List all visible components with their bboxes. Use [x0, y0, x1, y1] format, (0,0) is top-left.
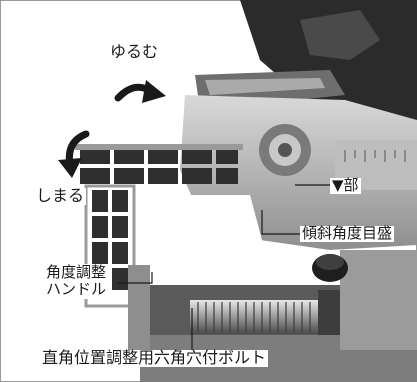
label-index-mark: ▼部: [330, 176, 361, 194]
label-angle-handle: 角度調整 ハンドル: [44, 263, 109, 299]
label-tighten: しまる: [34, 186, 87, 205]
label-loosen: ゆるむ: [108, 42, 161, 61]
label-tilt-scale: 傾斜角度目盛: [300, 224, 395, 242]
cover-plate: [140, 195, 262, 300]
label-angle-handle-line1: 角度調整: [46, 263, 107, 281]
label-right-angle-bolt: 直角位置調整用六角穴付ボルト: [40, 348, 269, 367]
curved-arrow-down-icon: [58, 130, 90, 178]
adjustment-bolt: [190, 300, 325, 334]
label-angle-handle-line2: ハンドル: [46, 280, 107, 299]
curved-arrow-clockwise-icon: [114, 80, 166, 103]
